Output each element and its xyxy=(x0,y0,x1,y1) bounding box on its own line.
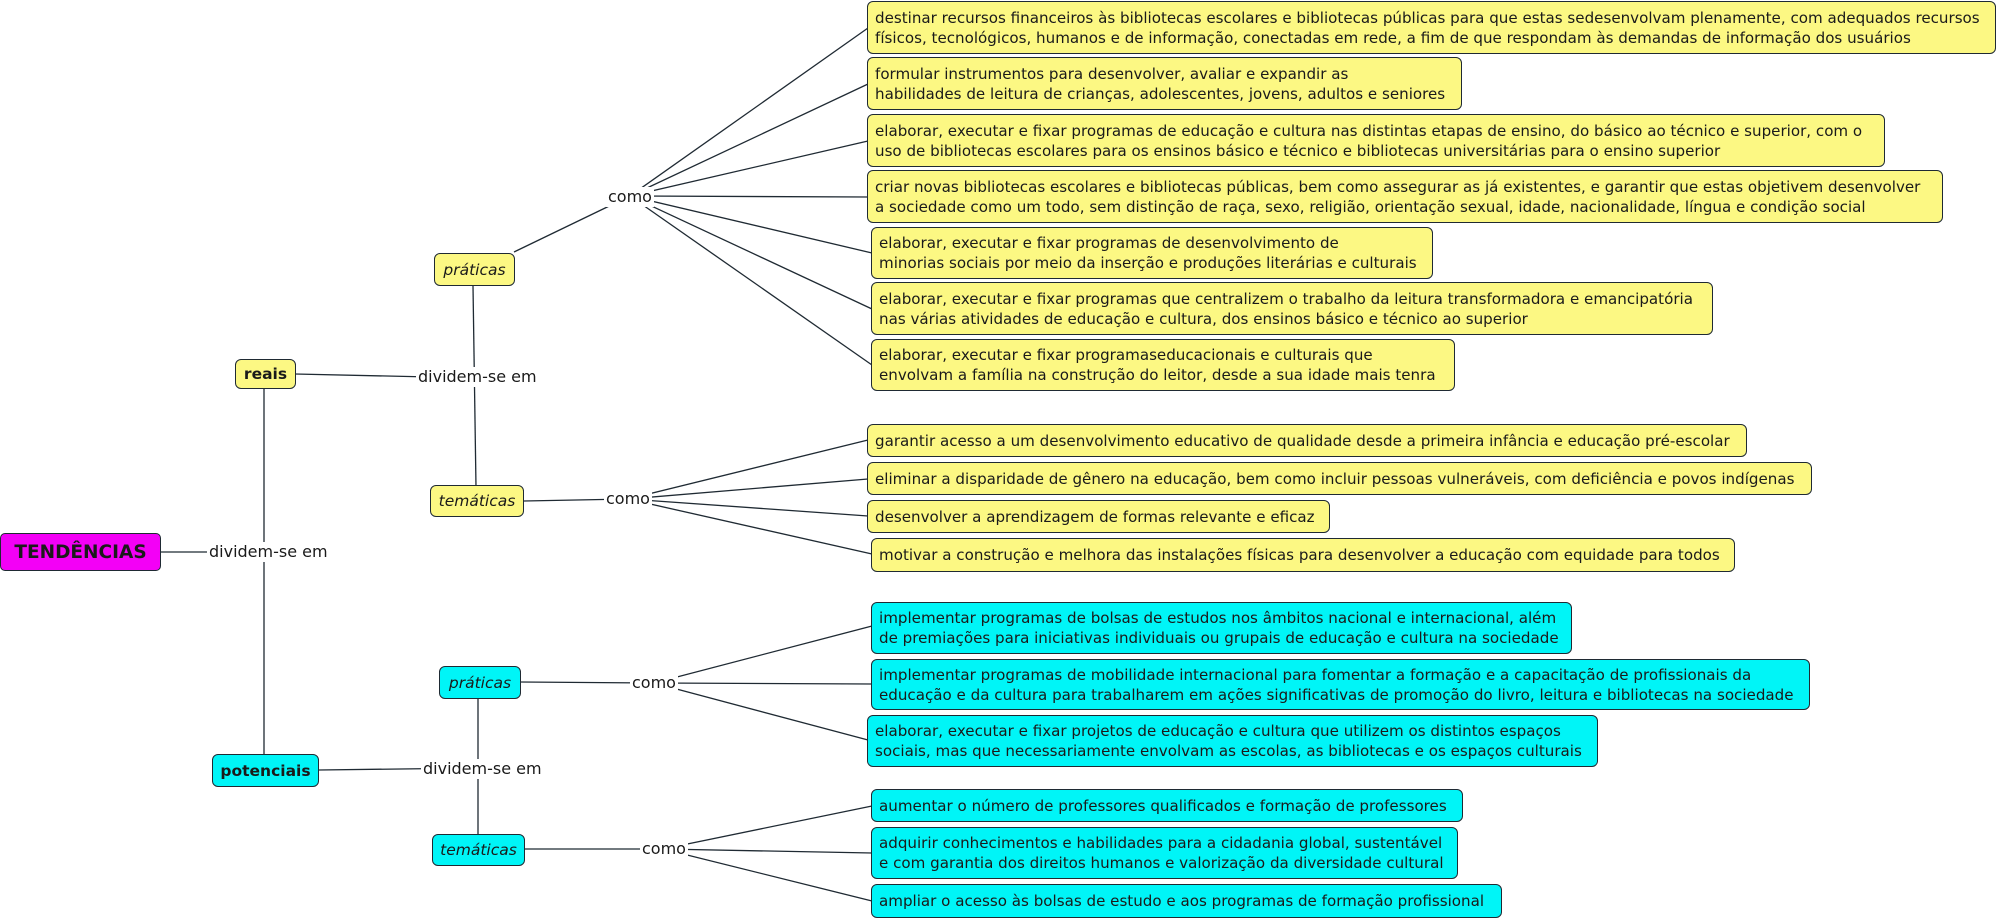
potenciais-tematicas-node[interactable]: temáticas xyxy=(432,834,525,866)
potenciais-tematicas-item[interactable]: ampliar o acesso às bolsas de estudo e a… xyxy=(871,884,1502,918)
root-node[interactable]: TENDÊNCIAS xyxy=(0,533,161,571)
potenciais-praticas-item[interactable]: implementar programas de bolsas de estud… xyxy=(871,602,1572,654)
potenciais-praticas-label: práticas xyxy=(448,673,512,692)
reais-praticas-item[interactable]: elaborar, executar e fixar programas de … xyxy=(867,114,1885,167)
reais-tematicas-item[interactable]: motivar a construção e melhora das insta… xyxy=(871,538,1735,572)
reais-praticas-item[interactable]: elaborar, executar e fixar programas que… xyxy=(871,282,1713,335)
reais-node[interactable]: reais xyxy=(235,359,296,389)
link-label-reais-praticas: como xyxy=(606,187,654,207)
potenciais-praticas-item[interactable]: elaborar, executar e fixar projetos de e… xyxy=(867,715,1598,767)
reais-tematicas-item[interactable]: eliminar a disparidade de gênero na educ… xyxy=(867,462,1812,495)
link-label-potenciais-tematicas: como xyxy=(640,839,688,859)
reais-tematicas-item[interactable]: desenvolver a aprendizagem de formas rel… xyxy=(867,500,1330,533)
potenciais-tematicas-item[interactable]: aumentar o número de professores qualifi… xyxy=(871,789,1463,822)
reais-praticas-label: práticas xyxy=(443,260,506,279)
root-label: TENDÊNCIAS xyxy=(14,541,147,563)
reais-praticas-node[interactable]: práticas xyxy=(434,253,515,286)
potenciais-tematicas-label: temáticas xyxy=(440,841,517,859)
reais-praticas-item[interactable]: criar novas bibliotecas escolares e bibl… xyxy=(867,170,1943,223)
potenciais-node[interactable]: potenciais xyxy=(212,754,319,787)
link-label-potenciais: dividem-se em xyxy=(421,759,544,779)
reais-tematicas-item[interactable]: garantir acesso a um desenvolvimento edu… xyxy=(867,424,1747,457)
reais-tematicas-node[interactable]: temáticas xyxy=(430,485,524,517)
potenciais-tematicas-item[interactable]: adquirir conhecimentos e habilidades par… xyxy=(871,827,1458,879)
potenciais-praticas-node[interactable]: práticas xyxy=(439,666,521,699)
reais-praticas-item[interactable]: formular instrumentos para desenvolver, … xyxy=(867,57,1462,110)
potenciais-praticas-item[interactable]: implementar programas de mobilidade inte… xyxy=(871,659,1810,710)
link-label-reais: dividem-se em xyxy=(416,367,539,387)
potenciais-label: potenciais xyxy=(220,761,311,780)
link-label-root: dividem-se em xyxy=(207,542,330,562)
reais-label: reais xyxy=(243,365,288,383)
reais-praticas-item[interactable]: elaborar, executar e fixar programas de … xyxy=(871,227,1433,279)
reais-praticas-item[interactable]: destinar recursos financeiros às bibliot… xyxy=(867,1,1996,54)
reais-tematicas-label: temáticas xyxy=(438,492,516,510)
link-label-reais-tematicas: como xyxy=(604,489,652,509)
link-label-potenciais-praticas: como xyxy=(630,673,678,693)
reais-praticas-item[interactable]: elaborar, executar e fixar programaseduc… xyxy=(871,339,1455,391)
